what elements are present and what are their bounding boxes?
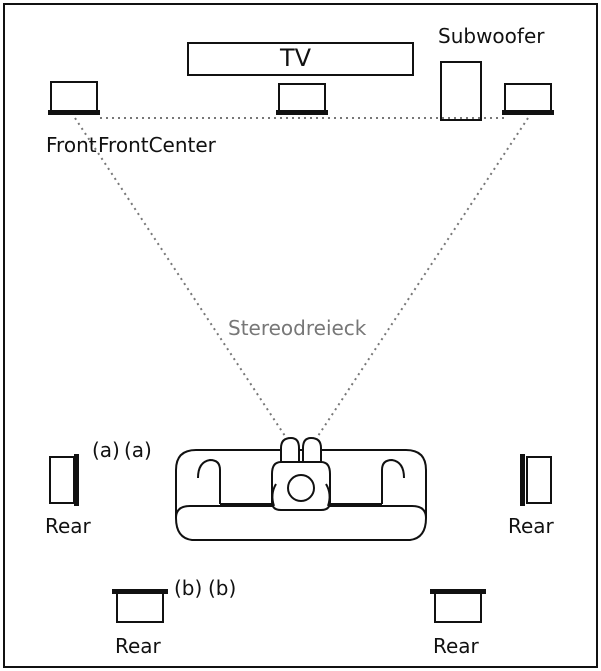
front-right-speaker [502,83,554,115]
subwoofer-box [440,61,482,121]
rear-bottom-left-speaker [112,589,168,623]
rear-bottom-right-label: Rear [433,634,479,658]
front-left-speaker [48,81,100,115]
rear-bottom-left-label: Rear [115,634,161,658]
option-a-label-2: (a) [124,438,152,462]
tv-label: TV [280,44,312,72]
stereo-triangle-left-line [74,117,290,443]
option-a-label-1: (a) [92,438,120,462]
tv-box [187,42,414,76]
room-border [3,3,598,668]
front-center-speaker [276,83,328,115]
rear-bottom-right-speaker [430,589,486,623]
stereo-triangle-label: Stereodreieck [228,316,367,340]
rear-right-label: Rear [508,514,554,538]
stereo-triangle-right-line [313,117,529,443]
rear-right-speaker [520,454,552,506]
option-b-label-1: (b) [174,576,203,600]
option-b-label-2: (b) [208,576,237,600]
subwoofer-label: Subwoofer [438,24,545,48]
couch [174,449,428,541]
rear-left-speaker [49,454,79,506]
front-center-label: FrontCenter [98,133,216,157]
listener-figure [271,436,331,511]
front-label: Front [46,133,97,157]
rear-left-label: Rear [45,514,91,538]
